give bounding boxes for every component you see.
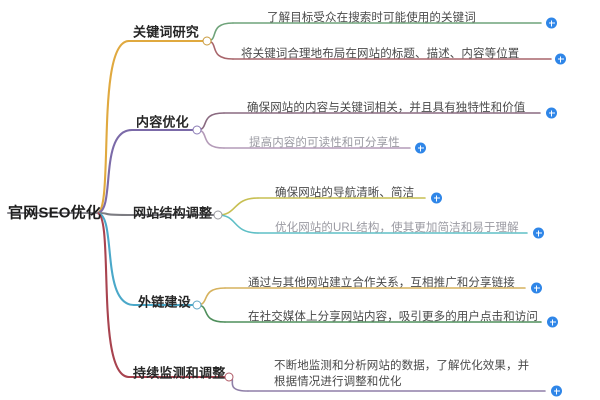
leaf-node-label[interactable]: 将关键词合理地布局在网站的标题、描述、内容等位置 [241,48,520,60]
leaf-connector-3-1 [196,304,226,323]
leaf-node-label[interactable]: 提高内容的可读性和可分享性 [249,137,400,149]
branch-junction-node[interactable] [192,300,202,310]
branch-junction-node[interactable] [192,125,202,135]
leaf-node-label[interactable]: 了解目标受众在搜索时可能使用的关键词 [267,12,476,24]
root-node-label[interactable]: 官网SEO优化 [8,204,102,222]
branch-connector-1 [95,128,134,215]
branch-node-label[interactable]: 持续监测和调整 [133,365,226,381]
leaf-connector-0-1 [206,40,234,60]
branch-connector-2 [95,211,131,217]
branch-node-label[interactable]: 内容优化 [136,114,189,130]
plus-icon[interactable] [555,53,566,65]
branch-junction-node[interactable] [224,372,234,382]
plus-icon[interactable] [547,316,558,328]
leaf-node-label[interactable]: 在社交媒体上分享网站内容，吸引更多的用户点击和访问 [248,311,538,323]
leaf-node-label[interactable]: 优化网站的URL结构，使其更加简洁和易于理解 [275,222,519,234]
branch-connector-0 [95,39,131,215]
plus-icon[interactable] [431,192,442,204]
branch-node-label[interactable]: 关键词研究 [133,24,200,40]
leaf-connector-2-1 [217,214,259,234]
plus-icon[interactable] [415,142,426,154]
branch-connector-4 [95,211,131,379]
branch-connector-3 [95,211,136,307]
leaf-node-label[interactable]: 通过与其他网站建立合作关系，互相推广和分享链接 [248,277,515,289]
leaf-node-label[interactable]: 不断地监测和分析网站的数据，了解优化效果，并根据情况进行调整和优化 [274,360,530,388]
leaf-connector-1-1 [196,129,225,149]
plus-icon[interactable] [546,17,557,29]
branch-junction-node[interactable] [202,36,212,46]
plus-icon[interactable] [551,385,562,397]
plus-icon[interactable] [533,227,544,239]
branch-node-label[interactable]: 网站结构调整 [133,205,213,221]
plus-icon[interactable] [531,282,542,294]
leaf-node-label[interactable]: 确保网站的导航清晰、简洁 [275,187,415,199]
branch-junction-node[interactable] [213,210,223,220]
plus-icon[interactable] [546,107,557,119]
leaf-node-label[interactable]: 确保网站的内容与关键词相关，并且具有独特性和价值 [247,102,526,114]
branch-node-label[interactable]: 外链建设 [138,294,191,310]
leaf-connector-2-0 [217,197,259,216]
